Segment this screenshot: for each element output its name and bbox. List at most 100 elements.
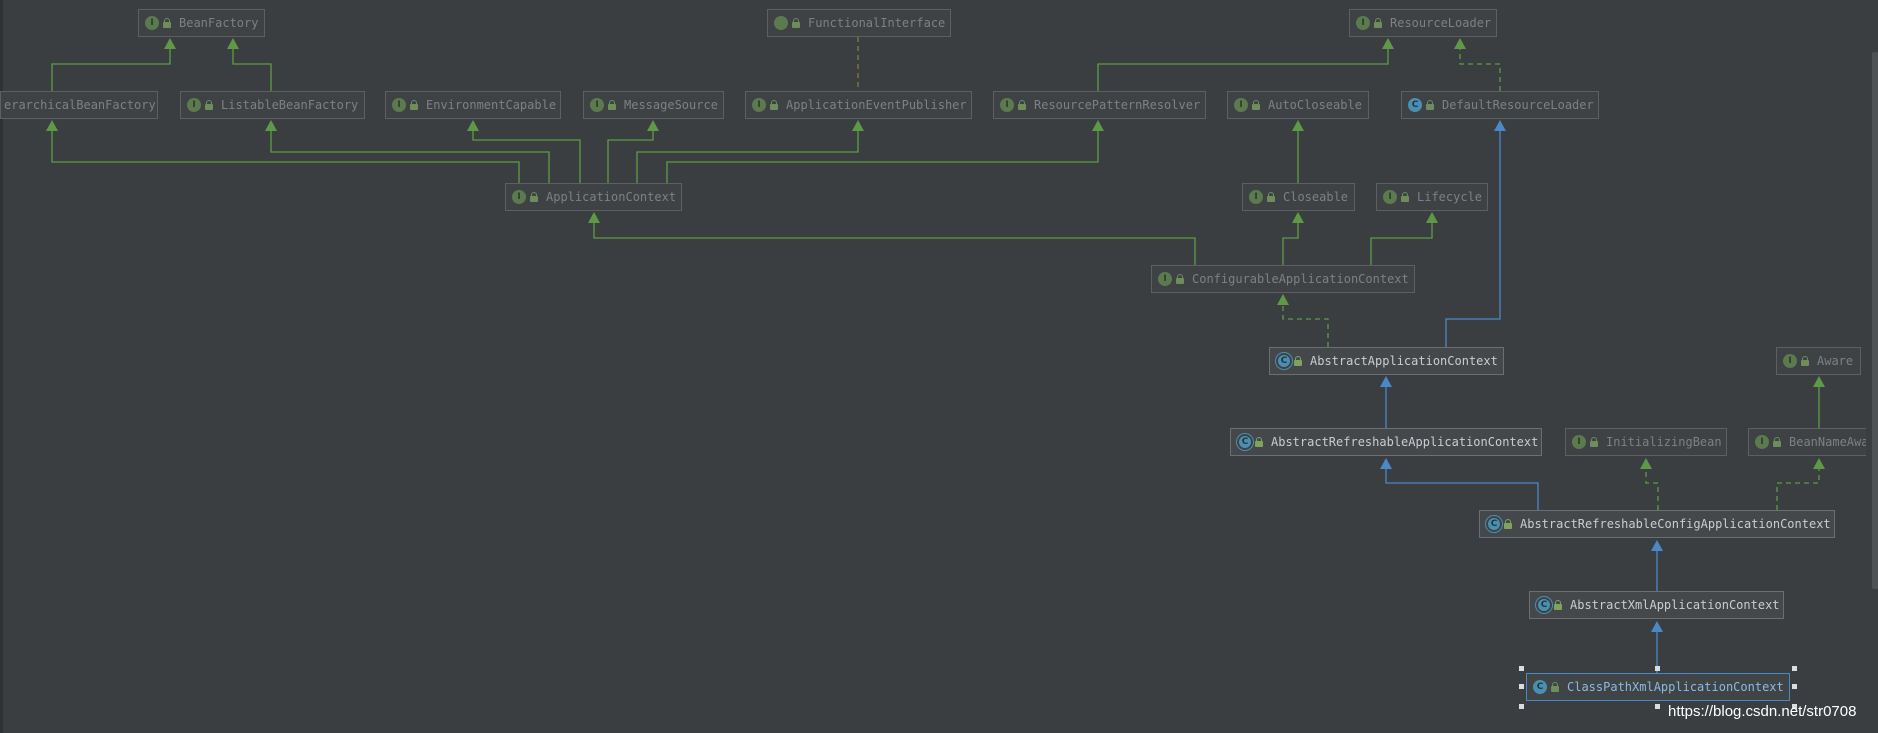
edge-refreshableconfig-to-initializingbean (1645, 469, 1659, 510)
edge-listable-to-beanfactory (232, 49, 272, 91)
annotation-icon: @ (774, 16, 788, 30)
selection-handle-top-center[interactable] (1655, 666, 1660, 671)
node-beannameaware[interactable]: I BeanNameAwa (1748, 428, 1866, 456)
edge-appctx-to-publisher (636, 131, 859, 183)
node-hierarchicalbeanfactory[interactable]: erarchicalBeanFactory (0, 91, 158, 119)
node-label: AbstractRefreshableApplicationContext (1271, 435, 1539, 449)
interface-icon: I (1158, 272, 1172, 286)
edge-hierarchical-to-beanfactory (51, 49, 171, 91)
node-lifecycle[interactable]: I Lifecycle (1376, 183, 1488, 211)
arrowhead-resourceloader-left (1382, 38, 1394, 49)
node-closeable[interactable]: I Closeable (1242, 183, 1355, 211)
node-label: ApplicationContext (546, 190, 677, 204)
interface-icon: I (1356, 16, 1370, 30)
public-lock-icon (530, 192, 539, 202)
node-label: Aware (1817, 354, 1854, 368)
public-lock-icon (792, 18, 801, 28)
selection-handle-bottom-right[interactable] (1792, 704, 1797, 709)
class-icon: C (1533, 680, 1547, 694)
arrowhead-refreshableconfig (1651, 540, 1663, 551)
arrowhead-environment (467, 120, 479, 131)
node-label: BeanNameAwa (1789, 435, 1866, 449)
interface-icon: I (1249, 190, 1263, 204)
left-gutter (0, 0, 3, 733)
interface-icon: I (187, 98, 201, 112)
arrowhead-lifecycle (1426, 212, 1438, 223)
arrowhead-beanfactory-left (164, 38, 176, 49)
node-abstractrefreshableapplicationcontext[interactable]: C AbstractRefreshableApplicationContext (1230, 428, 1542, 456)
node-label: InitializingBean (1606, 435, 1722, 449)
public-lock-icon (608, 100, 617, 110)
node-messagesource[interactable]: I MessageSource (583, 91, 724, 119)
node-resourcepatternresolver[interactable]: I ResourcePatternResolver (993, 91, 1206, 119)
edge-appctx-to-messagesource (607, 131, 654, 183)
node-classpathxmlapplicationcontext[interactable]: C ClassPathXmlApplicationContext (1526, 673, 1790, 701)
selection-handle-bottom-center[interactable] (1655, 704, 1660, 709)
arrowhead-messagesource (647, 120, 659, 131)
selection-handle-middle-right[interactable] (1792, 684, 1797, 689)
node-abstractrefreshableconfigapplicationcontext[interactable]: C AbstractRefreshableConfigApplicationCo… (1479, 510, 1835, 538)
public-lock-icon (1267, 192, 1276, 202)
arrowhead-configurable (1277, 294, 1289, 305)
node-abstractxmlapplicationcontext[interactable]: C AbstractXmlApplicationContext (1529, 591, 1784, 619)
selection-handle-bottom-left[interactable] (1519, 704, 1524, 709)
node-applicationcontext[interactable]: I ApplicationContext (505, 183, 682, 211)
node-functionalinterface[interactable]: @ FunctionalInterface (767, 9, 951, 37)
public-lock-icon (1504, 519, 1513, 529)
node-label: BeanFactory (179, 16, 259, 30)
public-lock-icon (1252, 100, 1261, 110)
node-label: Closeable (1283, 190, 1349, 204)
selection-handle-top-right[interactable] (1792, 666, 1797, 671)
interface-icon: I (1383, 190, 1397, 204)
node-aware[interactable]: I Aware (1776, 347, 1861, 375)
node-autocloseable[interactable]: I AutoCloseable (1227, 91, 1369, 119)
public-lock-icon (163, 18, 172, 28)
node-label: EnvironmentCapable (426, 98, 557, 112)
node-beanfactory[interactable]: I BeanFactory (138, 9, 265, 37)
node-label: MessageSource (624, 98, 718, 112)
public-lock-icon (1590, 437, 1599, 447)
abstract-class-icon: C (1538, 599, 1550, 611)
edge-appctx-to-listable (270, 131, 550, 183)
class-icon: C (1408, 98, 1422, 112)
edge-abstractctx-to-configurable (1282, 305, 1329, 347)
node-resourceloader[interactable]: I ResourceLoader (1349, 9, 1497, 37)
node-label: AutoCloseable (1268, 98, 1362, 112)
node-applicationeventpublisher[interactable]: I ApplicationEventPublisher (745, 91, 972, 119)
arrowhead-patternresolver (1092, 120, 1104, 131)
node-defaultresourceloader[interactable]: C DefaultResourceLoader (1401, 91, 1599, 119)
public-lock-icon (1551, 682, 1560, 692)
edge-abstractctx-to-defaultresourceloader (1445, 131, 1501, 347)
arrowhead-xml (1651, 621, 1663, 632)
node-label: ResourcePatternResolver (1034, 98, 1201, 112)
node-abstractapplicationcontext[interactable]: C AbstractApplicationContext (1269, 347, 1504, 375)
arrowhead-defaultresourceloader (1494, 120, 1506, 131)
interface-icon: I (145, 16, 159, 30)
arrowhead-aware (1813, 376, 1825, 387)
abstract-class-icon: C (1239, 436, 1251, 448)
node-listablebeanfactory[interactable]: I ListableBeanFactory (180, 91, 365, 119)
public-lock-icon (1426, 100, 1435, 110)
node-label: erarchicalBeanFactory (4, 98, 156, 112)
edge-configurable-to-closeable (1282, 223, 1299, 265)
public-lock-icon (1018, 100, 1027, 110)
edge-defaultresourceloader-to-resourceloader (1459, 49, 1501, 91)
public-lock-icon (1773, 437, 1782, 447)
node-label: ListableBeanFactory (221, 98, 359, 112)
interface-icon: I (1000, 98, 1014, 112)
node-label: AbstractRefreshableConfigApplicationCont… (1520, 517, 1831, 531)
selection-handle-top-left[interactable] (1519, 666, 1524, 671)
public-lock-icon (1554, 600, 1563, 610)
node-environmentcapable[interactable]: I EnvironmentCapable (385, 91, 561, 119)
node-configurableapplicationcontext[interactable]: I ConfigurableApplicationContext (1151, 265, 1415, 293)
vertical-scrollbar[interactable] (1872, 52, 1878, 589)
public-lock-icon (205, 100, 214, 110)
selection-handle-middle-left[interactable] (1519, 684, 1524, 689)
arrowhead-closeable (1292, 212, 1304, 223)
interface-icon: I (1783, 354, 1797, 368)
edge-appctx-to-hierarchical (51, 131, 520, 183)
abstract-class-icon: C (1488, 518, 1500, 530)
node-initializingbean[interactable]: I InitializingBean (1565, 428, 1727, 456)
public-lock-icon (1374, 18, 1383, 28)
arrowhead-appctx (588, 212, 600, 223)
